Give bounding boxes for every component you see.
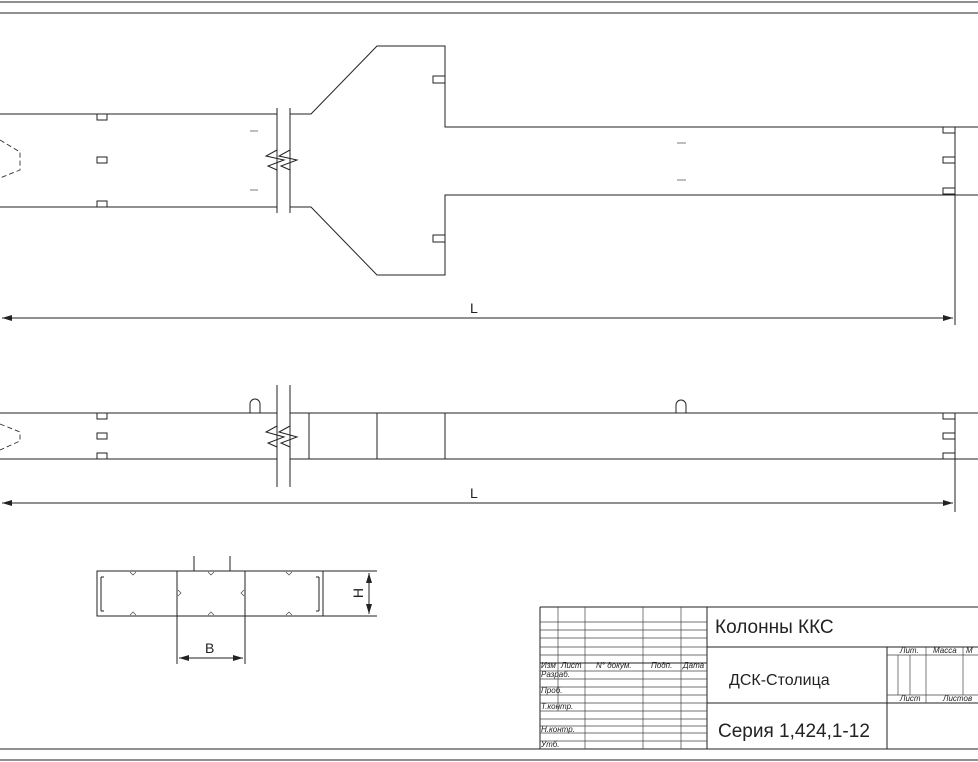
col-izm: Изм <box>541 661 556 670</box>
row-checked: Проб. <box>541 686 562 695</box>
side-dimension-label: L <box>470 485 478 501</box>
col-date: Дата <box>682 661 705 670</box>
sheet-label: Лист <box>899 694 921 703</box>
scale-label: М <box>966 646 973 655</box>
side-embedded-parts <box>96 412 956 460</box>
sheets-label: Листов <box>942 694 972 703</box>
side-dimension: L <box>2 459 956 512</box>
row-tech-control: Т.контр. <box>541 702 573 711</box>
side-break-lines <box>264 385 299 487</box>
section-view: B H <box>96 556 377 664</box>
title-block: Изм Лист N° докум. Подп. Дата Разраб. Пр… <box>539 606 978 749</box>
organization-name: ДСК-Столица <box>729 672 830 689</box>
col-sign: Подп. <box>651 661 672 670</box>
row-norm-control: Н.контр. <box>541 725 575 734</box>
side-hidden-end <box>0 423 21 451</box>
section-marks <box>129 571 293 616</box>
section-width-label: B <box>205 640 214 656</box>
section-outline <box>96 570 324 617</box>
plan-embedded-parts <box>96 75 956 243</box>
plan-dimension: L <box>2 195 956 325</box>
row-approved: Утб. <box>540 740 560 749</box>
plan-hidden-end <box>0 139 21 179</box>
series-number: Серия 1,424,1-12 <box>718 721 870 742</box>
plan-outline <box>0 45 955 276</box>
mass-label: Масса <box>933 646 957 655</box>
plan-break-lines <box>264 108 299 213</box>
plan-view: L <box>0 45 978 325</box>
col-doc-no: N° докум. <box>596 661 632 670</box>
plan-dimension-label: L <box>470 300 478 316</box>
lifting-loop-right <box>675 399 687 413</box>
lifting-loop-left <box>249 398 261 413</box>
row-developed: Разраб. <box>541 670 570 679</box>
product-name: Колонны ККС <box>715 617 834 638</box>
col-list: Лист <box>560 661 582 670</box>
side-outline <box>0 412 955 460</box>
section-height-dimension: H <box>323 570 377 617</box>
section-height-label: H <box>350 588 366 598</box>
side-view: L <box>0 385 978 512</box>
section-width-dimension: B <box>176 616 246 664</box>
lit-label: Лит. <box>899 646 919 655</box>
